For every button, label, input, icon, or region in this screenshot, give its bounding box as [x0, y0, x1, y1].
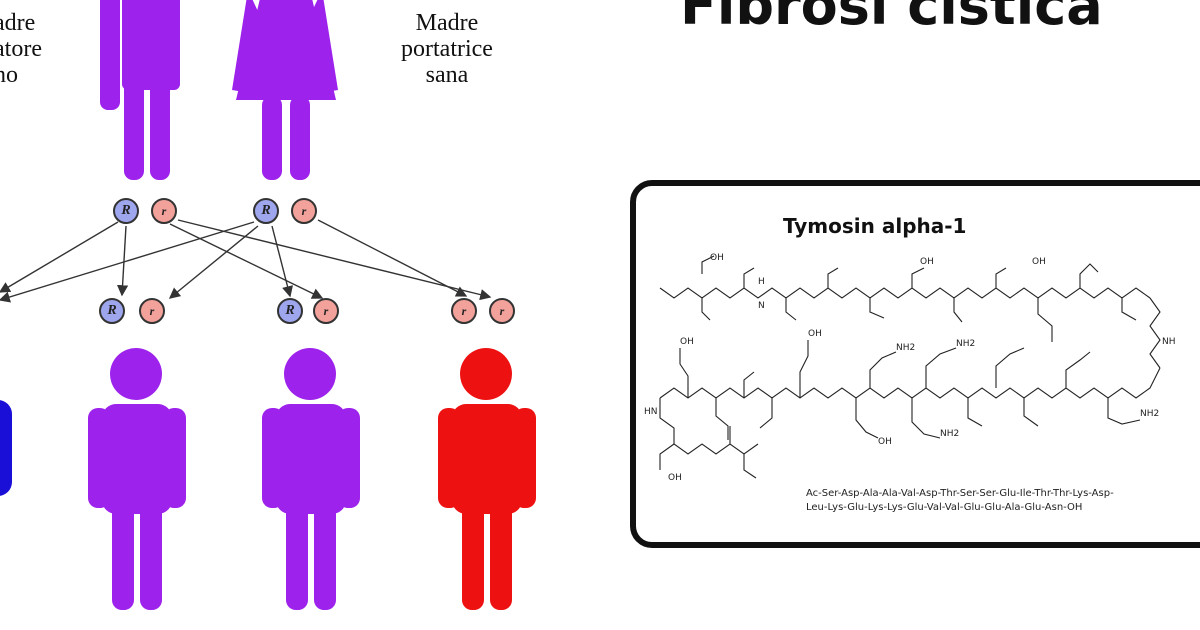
child4-allele-recessive-1: r [451, 298, 477, 324]
child2-allele-dominant: R [99, 298, 125, 324]
mother-allele-dominant: R [253, 198, 279, 224]
mol-label-nh2-4: NH2 [940, 429, 959, 439]
mol-label-oh-6: OH [878, 437, 892, 447]
father-allele-recessive: r [151, 198, 177, 224]
mol-label-n: N [758, 301, 765, 311]
mol-label-h: H [758, 277, 765, 287]
mol-label-oh-5: OH [808, 329, 822, 339]
mol-label-oh-7: OH [668, 473, 682, 483]
father-allele-dominant: R [113, 198, 139, 224]
offspring-carrier-2 [262, 348, 360, 610]
molecule-structure: OH OH OH OH OH OH OH NH2 NH2 NH2 NH2 NH … [644, 253, 1176, 483]
mol-label-nh2-1: NH2 [896, 343, 915, 353]
molecule-panel [630, 180, 1200, 548]
offspring-partial-left [0, 400, 12, 496]
father-label: adre atore no [0, 10, 42, 88]
child3-allele-dominant: R [277, 298, 303, 324]
inheritance-pedigree [0, 0, 536, 610]
molecule-title: Tymosin alpha-1 [783, 214, 967, 238]
sequence-line-2: Leu-Lys-Glu-Lys-Lys-Glu-Val-Val-Glu-Glu-… [806, 502, 1083, 513]
mother-figure [232, 0, 338, 180]
sequence-line-1: Ac-Ser-Asp-Ala-Ala-Val-Asp-Thr-Ser-Ser-G… [806, 488, 1114, 499]
inheritance-arrows [0, 219, 492, 303]
offspring-carrier-1 [88, 348, 186, 610]
mol-label-oh-3: OH [1032, 257, 1046, 267]
child3-allele-recessive: r [313, 298, 339, 324]
child2-allele-recessive: r [139, 298, 165, 324]
mol-label-hn: HN [644, 407, 658, 417]
mol-label-oh-2: OH [920, 257, 934, 267]
mol-label-nh2-3: NH2 [1140, 409, 1159, 419]
mol-label-nh: NH [1162, 337, 1176, 347]
mol-label-oh-4: OH [680, 337, 694, 347]
mol-label-nh2-2: NH2 [956, 339, 975, 349]
child4-allele-recessive-2: r [489, 298, 515, 324]
father-figure [100, 0, 180, 180]
page-title: Fibrosi cistica [680, 0, 1103, 37]
mother-label: Madre portatrice sana [401, 10, 493, 88]
mother-allele-recessive: r [291, 198, 317, 224]
offspring-affected [438, 348, 536, 610]
mol-label-oh-1: OH [710, 253, 724, 263]
